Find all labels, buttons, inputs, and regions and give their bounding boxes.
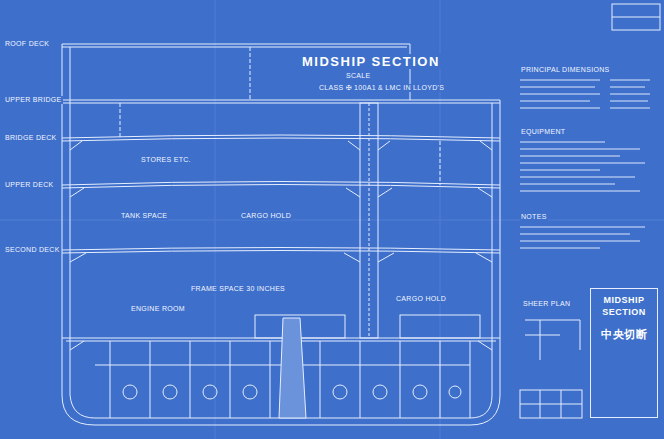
drawing-label: EQUIPMENT [520,128,566,136]
drawing-label: CLASS ✠ 100A1 & LMC IN LLOYD'S [318,84,445,92]
note-lines [520,80,650,248]
drawing-title: MIDSHIP SECTION [300,54,442,69]
drawing-label: ENGINE ROOM [130,305,186,313]
drawing-label: SECOND DECK [4,246,61,254]
drawing-label: FRAME SPACE 30 INCHES [190,285,286,293]
hull-structure [62,44,500,425]
title-block: MIDSHIP SECTION 中央切断 [590,288,658,418]
drawing-label: TANK SPACE [120,212,168,220]
engine-seat [279,318,306,418]
title-block-text: 中央切断 [595,328,653,342]
drawing-label: BRIDGE DECK [4,134,58,142]
drawing-label: SCALE [345,72,371,80]
drawing-label: PRINCIPAL DIMENSIONS [520,66,610,74]
detail-sketches [520,4,660,418]
drawing-label: CARGO HOLD [240,212,292,220]
drawing-label: ROOF DECK [4,40,50,48]
drawing-label: CARGO HOLD [395,295,447,303]
title-block-text: MIDSHIP SECTION [595,295,653,318]
drawing-label: SHEER PLAN [522,300,571,308]
drawing-label: UPPER DECK [4,181,55,189]
drawing-label: NOTES [520,213,548,221]
drawing-label: UPPER BRIDGE [4,96,63,104]
drawing-label: STORES ETC. [140,156,192,164]
